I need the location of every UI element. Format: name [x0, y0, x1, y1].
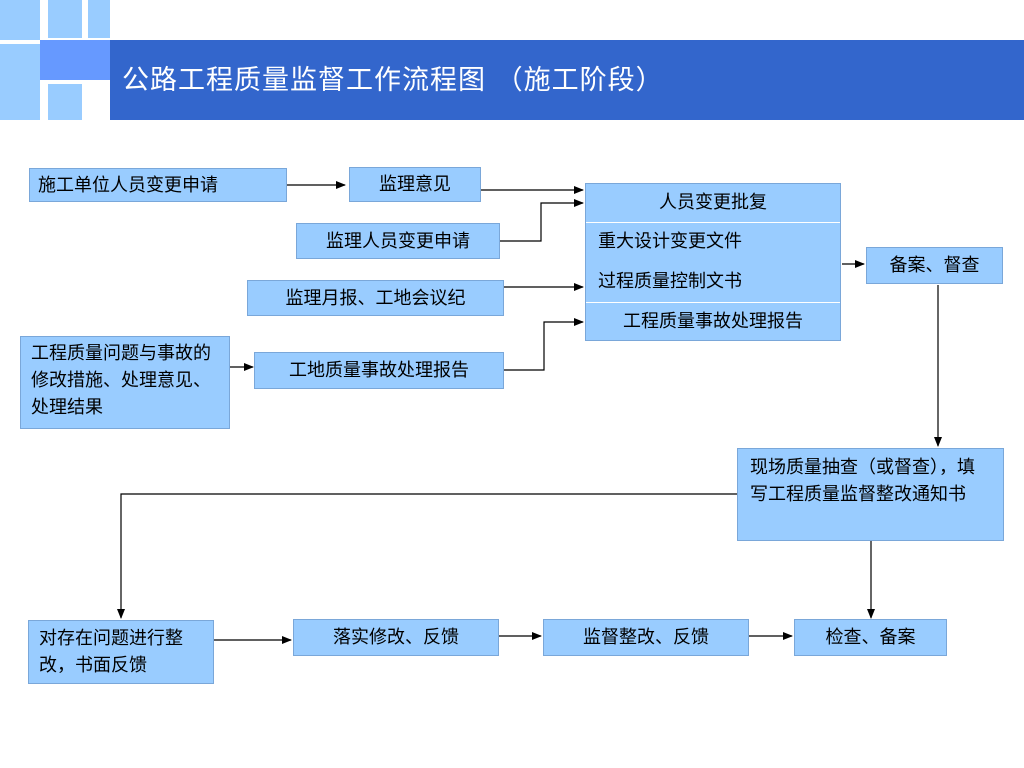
spot-check-box: 现场质量抽查（或督查），填写工程质量监督整改通知书	[737, 448, 1004, 541]
decor-square	[40, 40, 110, 80]
inspect-filing-box: 检查、备案	[794, 619, 947, 656]
filing-supervision-box: 备案、督查	[866, 247, 1003, 284]
divider	[586, 222, 840, 223]
approval-stack: 人员变更批复 重大设计变更文件 过程质量控制文书 工程质量事故处理报告	[585, 183, 841, 341]
arrow-supervisor-change-to-approval	[500, 199, 584, 242]
decor-square	[0, 0, 40, 40]
decor-square	[0, 80, 40, 120]
supervisor-opinion-box: 监理意见	[349, 167, 481, 202]
personnel-approval: 人员变更批复	[659, 192, 767, 213]
decor-square	[48, 84, 82, 120]
rectify-problems-box: 对存在问题进行整改，书面反馈	[28, 620, 214, 684]
arrow-spotcheck-to-rectify	[117, 493, 737, 619]
supervisor-change-box: 监理人员变更申请	[296, 223, 500, 259]
process-quality-doc: 过程质量控制文书	[598, 271, 742, 292]
major-design-change: 重大设计变更文件	[598, 231, 742, 252]
implement-rectification-box: 落实修改、反馈	[293, 619, 499, 656]
monthly-report-box: 监理月报、工地会议纪	[247, 280, 504, 316]
page-title: 公路工程质量监督工作流程图 （施工阶段）	[122, 65, 664, 96]
title-banner	[110, 40, 1024, 120]
site-accident-report-box: 工地质量事故处理报告	[254, 352, 504, 389]
decor-square	[0, 44, 40, 80]
accident-report: 工程质量事故处理报告	[623, 311, 803, 332]
contractor-change-box: 施工单位人员变更申请	[29, 168, 287, 202]
arrow-report-to-stack	[504, 318, 584, 371]
decor-square	[88, 0, 110, 38]
divider	[586, 302, 840, 303]
decor-square	[48, 0, 82, 38]
supervise-rectification-box: 监督整改、反馈	[543, 619, 749, 656]
quality-issue-box: 工程质量问题与事故的修改措施、处理意见、处理结果	[20, 336, 230, 429]
